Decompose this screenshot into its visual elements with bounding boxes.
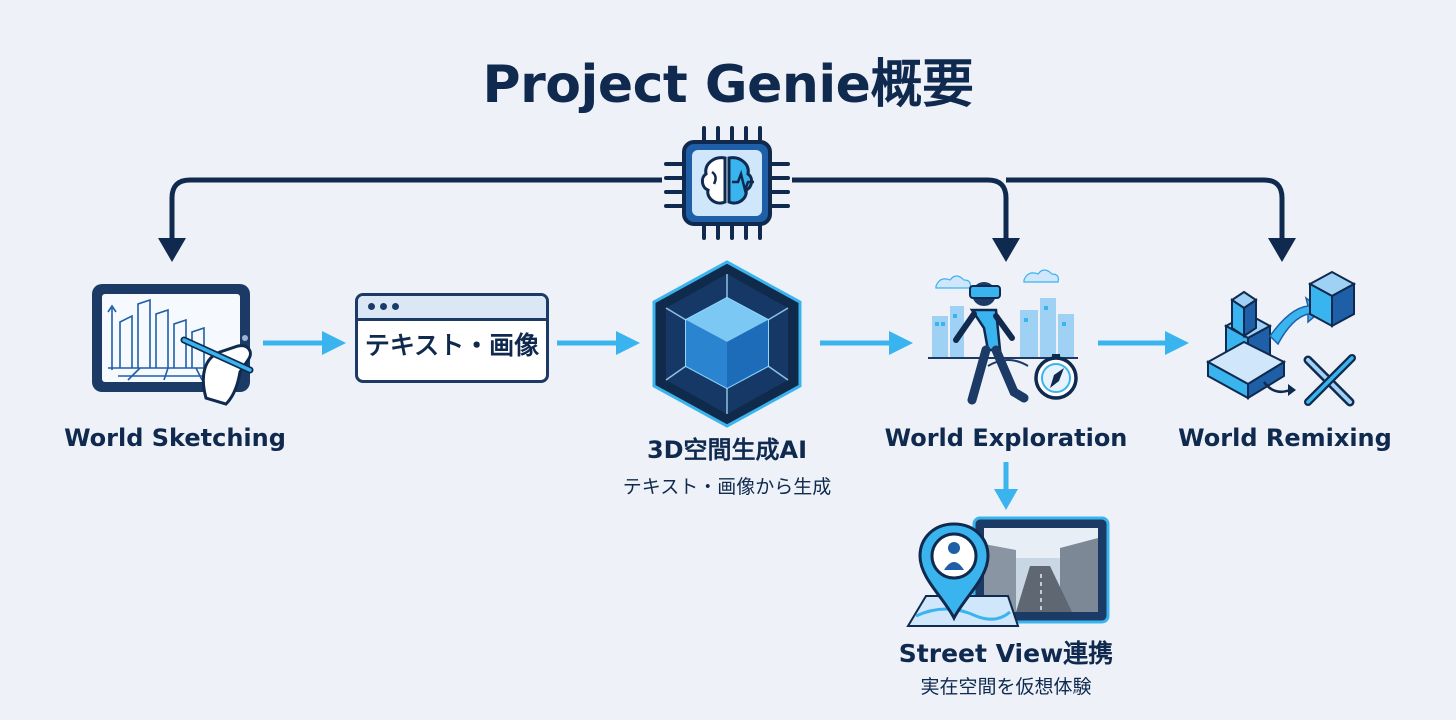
arrowhead-exploration bbox=[992, 238, 1020, 262]
node-label-remixing: World Remixing bbox=[1178, 424, 1392, 452]
flow-arrow-3 bbox=[820, 331, 913, 355]
glowing-cube-icon bbox=[652, 260, 802, 428]
window-dot-icon bbox=[392, 303, 399, 310]
flow-arrow-down bbox=[994, 462, 1018, 510]
flow-arrow-1 bbox=[263, 331, 346, 355]
connector-chip-to-exploration bbox=[792, 177, 1009, 240]
node-label-generator: 3D空間生成AI bbox=[646, 436, 808, 464]
input-box-text: テキスト・画像 bbox=[364, 331, 540, 360]
page-title: Project Genie概要 bbox=[482, 55, 974, 115]
input-box-titlebar bbox=[358, 296, 546, 321]
node-label-sketching: World Sketching bbox=[64, 424, 286, 452]
arrowhead-sketching bbox=[158, 238, 186, 262]
arrowhead-remixing bbox=[1268, 238, 1296, 262]
node-sub-generator: テキスト・画像から生成 bbox=[622, 476, 832, 498]
vr-walker-icon bbox=[928, 269, 1078, 405]
flow-arrow-2 bbox=[557, 331, 640, 355]
window-dot-icon bbox=[368, 303, 375, 310]
node-sub-streetview: 実在空間を仮想体験 bbox=[920, 676, 1092, 698]
tablet-sketch-icon bbox=[92, 284, 254, 406]
map-pin-street-icon bbox=[906, 516, 1110, 627]
flow-arrow-4 bbox=[1098, 331, 1189, 355]
node-label-exploration: World Exploration bbox=[884, 424, 1128, 452]
node-label-streetview: Street View連携 bbox=[898, 639, 1114, 668]
window-dot-icon bbox=[380, 303, 387, 310]
brain-chip-icon bbox=[664, 126, 790, 240]
connector-chip-to-sketching bbox=[169, 177, 662, 240]
input-box: テキスト・画像 bbox=[355, 293, 549, 383]
connector-chip-to-remixing bbox=[1006, 177, 1285, 240]
cube-remix-icon bbox=[1205, 270, 1357, 407]
